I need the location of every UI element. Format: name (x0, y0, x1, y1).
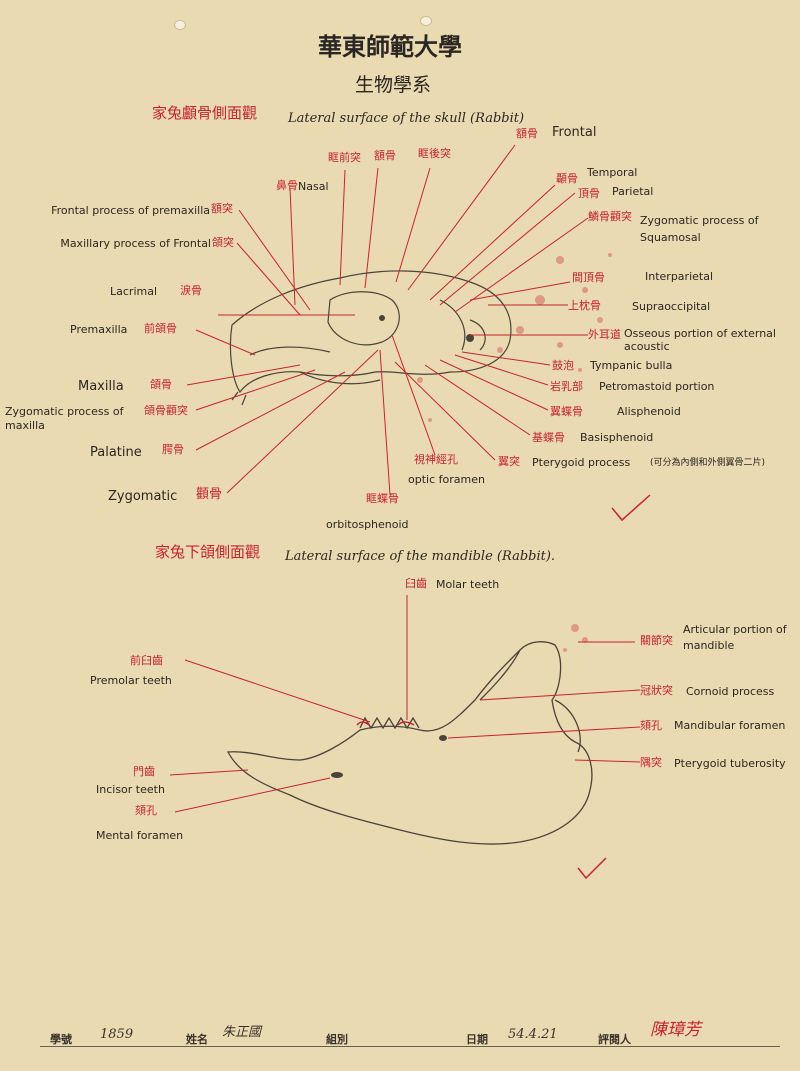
label-parietal-zh: 頂骨 (578, 187, 600, 200)
mandible-title-zh: 家兔下頜側面觀 (155, 543, 261, 561)
label-maxilla-zh: 頜骨 (150, 378, 172, 391)
footer-date: 54.4.21 (508, 1027, 558, 1042)
label-pterygoid-zh: 翼突 (498, 455, 520, 468)
label-zyg-maxilla-en: Zygomatic process of maxilla (5, 405, 124, 432)
label-frontal-top-zh: 額骨 (374, 149, 396, 162)
label-zygomatic-en: Zygomatic (108, 489, 178, 504)
label-premolar-zh: 前臼齒 (130, 654, 163, 667)
label-supraoccipital-zh: 上枕骨 (568, 299, 601, 312)
footer-student-no: 1859 (100, 1027, 134, 1042)
label-nasal-en: Nasal (298, 180, 329, 193)
label-zygsq-zh: 鱗骨顴突 (588, 210, 632, 223)
footer-date-label: 日期 (466, 1033, 488, 1046)
label-pterygoid-tuberosity-zh: 隅突 (640, 756, 662, 769)
label-molar-en: Molar teeth (436, 578, 500, 591)
footer-group-label: 組別 (326, 1033, 348, 1046)
label-palatine-en: Palatine (90, 445, 142, 460)
label-frontal-en: Frontal (552, 125, 597, 140)
mandible-title-en: Lateral surface of the mandible (Rabbit)… (285, 549, 556, 564)
footer-grader-label: 評閱人 (598, 1033, 631, 1046)
label-orbitosphenoid-en: orbitosphenoid (326, 518, 409, 531)
label-mental-foramen-en: Mental foramen (96, 829, 184, 842)
label-preorbital-zh: 眶前突 (328, 151, 361, 164)
label-supraoccipital-en: Supraoccipital (632, 300, 711, 313)
label-zyg-maxilla-zh: 頜骨顴突 (144, 404, 188, 417)
label-postorbital-zh: 眶後突 (418, 147, 451, 160)
label-zygsq-en: Zygomatic process of Squamosal (640, 214, 759, 244)
label-incisor-en: Incisor teeth (96, 783, 165, 796)
skull-title-zh: 家兔顱骨側面觀 (152, 104, 258, 122)
skull-title-en: Lateral surface of the skull (Rabbit) (288, 111, 525, 126)
mandible-shading (331, 735, 447, 778)
label-coronoid-en: Cornoid process (686, 685, 775, 698)
label-pterygoid-note: (可分為內側和外側翼骨二片) (650, 458, 766, 468)
footer-name: 朱正國 (222, 1025, 262, 1040)
label-frontal-zh: 額骨 (516, 127, 538, 140)
label-premaxilla-en: Premaxilla (70, 323, 128, 336)
skull-shading (379, 315, 474, 342)
label-palatine-zh: 腭骨 (162, 443, 184, 456)
label-maxilla-en: Maxilla (78, 379, 124, 394)
department-title: 生物學系 (355, 74, 432, 96)
label-acoustic-en: Osseous portion of external acoustic (624, 327, 776, 353)
label-alisphenoid-en: Alisphenoid (617, 405, 681, 418)
label-maxillary-frontal-zh: 頜突 (212, 236, 234, 249)
label-bulla-en: Tympanic bulla (590, 359, 673, 372)
label-alisphenoid-zh: 翼蝶骨 (550, 405, 583, 418)
molar-bracket (356, 721, 415, 726)
label-basisphenoid-en: Basisphenoid (580, 431, 654, 444)
skull-leader-lines (186, 144, 589, 496)
label-zygomatic-zh: 顴骨 (196, 487, 223, 502)
label-optic-en: optic foramen (408, 473, 485, 486)
label-frontal-premaxilla-en: Frontal process of premaxilla (51, 204, 210, 217)
label-mandibular-foramen-en: Mandibular foramen (674, 720, 786, 731)
label-mandibular-foramen-zh: 頦孔 (640, 719, 662, 732)
label-interparietal-en: Interparietal (645, 270, 713, 283)
label-premaxilla-zh: 前頜骨 (144, 322, 177, 335)
label-coronoid-zh: 冠狀突 (640, 684, 673, 697)
label-maxillary-frontal-en: Maxillary process of Frontal (60, 237, 211, 250)
label-molar-zh: 臼齒 (405, 577, 427, 590)
label-temporal-en: Temporal (587, 166, 638, 179)
label-nasal-zh: 鼻骨 (276, 179, 298, 192)
footer-rule (40, 1046, 780, 1047)
label-basisphenoid-zh: 基蝶骨 (532, 431, 565, 444)
mandible-sketch (226, 641, 593, 845)
mandible-leader-lines (169, 595, 641, 813)
label-interparietal-zh: 間頂骨 (572, 271, 605, 284)
label-petromastoid-en: Petromastoid portion (599, 380, 715, 393)
label-frontal-premaxilla-zh: 額突 (211, 202, 233, 215)
label-articular-en: Articular portion of mandible (683, 623, 787, 652)
check-marks (577, 494, 651, 880)
skull-sketch (229, 270, 512, 406)
punch-hole-right (420, 16, 432, 26)
institution-title: 華東師範大學 (318, 32, 462, 61)
label-parietal-en: Parietal (612, 185, 654, 198)
label-articular-zh: 關節突 (640, 634, 673, 647)
label-mental-foramen-zh: 頦孔 (135, 804, 157, 817)
label-bulla-zh: 鼓泡 (552, 359, 574, 372)
punch-hole-left (174, 20, 186, 30)
footer-grader: 陳璋芳 (650, 1020, 701, 1040)
label-pterygoid-tuberosity-en: Pterygoid tuberosity (674, 758, 786, 769)
label-lacrimal-zh: 淚骨 (180, 284, 202, 297)
label-optic-zh: 視神經孔 (414, 453, 458, 466)
label-pterygoid-en: Pterygoid process (532, 456, 631, 469)
label-orbitosphenoid-zh: 眶蝶骨 (366, 492, 399, 505)
label-acoustic-zh: 外耳道 (588, 328, 621, 341)
label-lacrimal-en: Lacrimal (110, 285, 158, 298)
footer-student-no-label: 學號 (50, 1033, 72, 1046)
label-petromastoid-zh: 岩乳部 (550, 380, 583, 393)
label-temporal-zh: 顳骨 (556, 172, 578, 185)
label-premolar-en: Premolar teeth (90, 674, 172, 687)
label-incisor-zh: 門齒 (133, 765, 155, 778)
footer-name-label: 姓名 (186, 1033, 208, 1046)
